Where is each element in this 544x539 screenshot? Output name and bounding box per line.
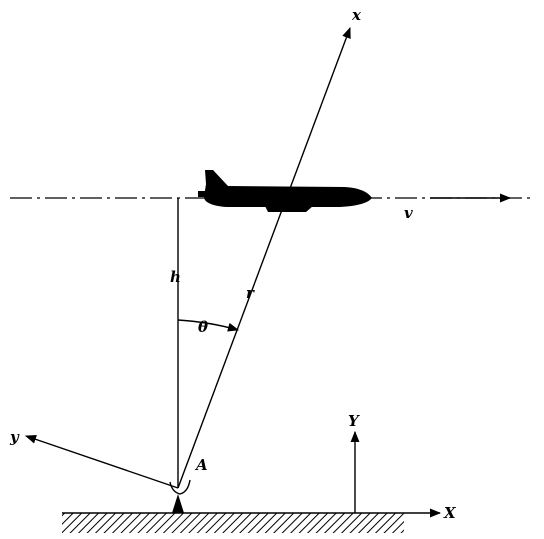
label-v: v	[404, 204, 413, 222]
label-X: X	[443, 504, 457, 522]
ground	[62, 513, 404, 533]
label-r: r	[246, 284, 255, 302]
x-axis-line	[177, 26, 351, 489]
tracking-station-icon	[172, 494, 184, 513]
aircraft-icon	[198, 170, 372, 212]
label-theta: θ	[198, 318, 208, 336]
label-A: A	[194, 456, 208, 474]
y-axis-line	[24, 435, 179, 489]
label-Y: Y	[348, 412, 360, 430]
label-x: x	[351, 6, 362, 24]
theta-arc	[177, 319, 240, 332]
angle-mark-a	[169, 479, 191, 495]
label-y: y	[9, 428, 20, 446]
label-h: h	[170, 268, 181, 286]
